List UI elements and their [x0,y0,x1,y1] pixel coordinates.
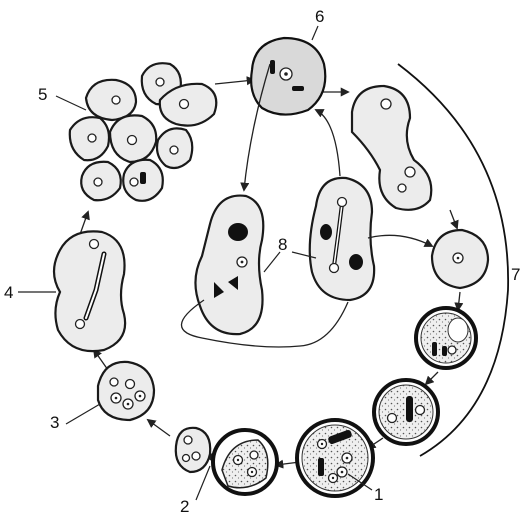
metacystic-amoeba-stage-3 [98,362,154,420]
label-4: 4 [4,283,13,302]
excystation-stage-2 [176,428,277,494]
label-2: 2 [180,497,189,515]
trophozoite-stage-6 [251,38,325,115]
encystment-stages-7 [352,64,508,456]
small-trophozoites-stage-5 [70,63,217,201]
label-6: 6 [315,7,324,26]
mature-cyst-stage-1 [297,420,373,496]
label-7: 7 [511,265,520,284]
label-3: 3 [50,413,59,432]
label-5: 5 [38,85,47,104]
label-8: 8 [278,235,287,254]
dividing-trophozoite-stage-4 [54,231,125,351]
label-1: 1 [374,485,383,504]
